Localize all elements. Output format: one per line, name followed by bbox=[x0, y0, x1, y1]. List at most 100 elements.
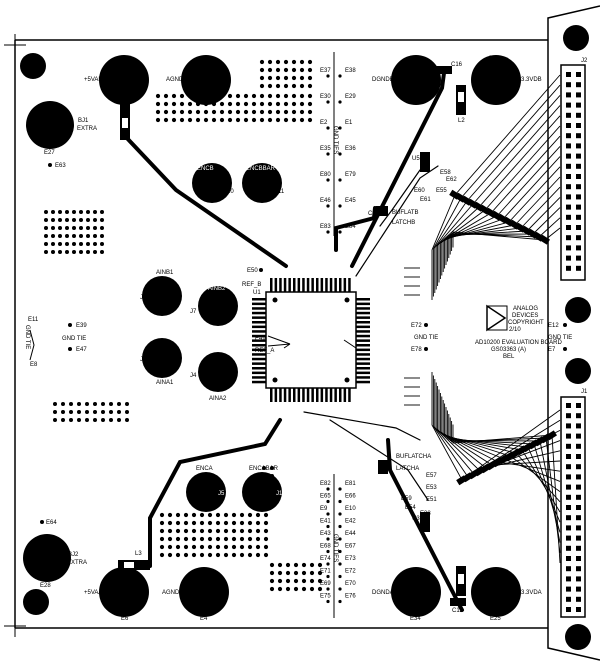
jumper-label: E66 bbox=[345, 494, 356, 500]
connector-j1: J1 bbox=[560, 389, 588, 618]
svg-text:GS03363 (A): GS03363 (A) bbox=[491, 347, 526, 353]
chip-u1: U1 E50 REF_B E49 REF_A bbox=[242, 268, 370, 402]
svg-text:DEVICES: DEVICES bbox=[512, 313, 538, 319]
jumper-label: E43 bbox=[320, 531, 331, 537]
svg-text:J12: J12 bbox=[276, 491, 286, 497]
jumper-label: E29 bbox=[345, 94, 356, 100]
pad-e33 bbox=[391, 55, 441, 105]
svg-text:E57: E57 bbox=[426, 473, 437, 479]
svg-text:ENCA: ENCA bbox=[196, 466, 213, 472]
svg-text:E28: E28 bbox=[40, 583, 51, 589]
svg-text:AINA1: AINA1 bbox=[156, 380, 174, 386]
jumper-label: E76 bbox=[345, 594, 356, 600]
title-block: ANALOG DEVICES COPYRIGHT 2/10 AD10200 EV… bbox=[475, 304, 562, 360]
svg-text:E7: E7 bbox=[548, 347, 556, 353]
svg-text:DGNDA: DGNDA bbox=[372, 590, 394, 596]
svg-text:3.3VDB: 3.3VDB bbox=[521, 77, 542, 83]
bus-traces bbox=[404, 74, 561, 564]
jumper-label: E75 bbox=[320, 594, 331, 600]
svg-text:E25: E25 bbox=[490, 616, 501, 622]
pad-bj1 bbox=[26, 101, 74, 149]
svg-text:E26: E26 bbox=[489, 56, 500, 62]
jumper-label: E84 bbox=[345, 224, 356, 230]
pad-e5 bbox=[99, 55, 149, 105]
svg-text:C12: C12 bbox=[452, 608, 464, 614]
connector-j2: J2 bbox=[560, 58, 588, 281]
svg-text:BEL: BEL bbox=[503, 354, 515, 360]
svg-text:DGNDB: DGNDB bbox=[372, 77, 394, 83]
svg-text:E60: E60 bbox=[414, 188, 425, 194]
jumper-label: E80 bbox=[320, 172, 331, 178]
jumper-label: E69 bbox=[320, 581, 331, 587]
jumper-label: E1 bbox=[345, 120, 353, 126]
jumper-label: E41 bbox=[320, 519, 331, 525]
svg-text:+5VAB: +5VAB bbox=[84, 77, 102, 83]
j2-label: J2 bbox=[581, 58, 588, 64]
jumper-label: E10 bbox=[345, 506, 356, 512]
svg-text:GND TIE: GND TIE bbox=[414, 335, 438, 341]
svg-text:J5: J5 bbox=[218, 491, 225, 497]
svg-text:BJ1: BJ1 bbox=[78, 118, 89, 124]
svg-text:E5: E5 bbox=[119, 56, 127, 62]
svg-text:E34: E34 bbox=[410, 616, 421, 622]
svg-text:AINB2: AINB2 bbox=[208, 286, 226, 292]
svg-text:GND TIE: GND TIE bbox=[548, 335, 572, 341]
pad-e4 bbox=[179, 567, 229, 617]
svg-text:+5VAA: +5VAA bbox=[84, 590, 102, 596]
svg-text:EXTRA: EXTRA bbox=[77, 126, 97, 132]
e50-label: E50 bbox=[247, 268, 258, 274]
svg-text:C16: C16 bbox=[451, 62, 463, 68]
svg-text:ANALOG: ANALOG bbox=[513, 306, 538, 312]
svg-text:E11: E11 bbox=[28, 317, 39, 323]
svg-text:C28: C28 bbox=[368, 211, 380, 217]
svg-text:GND TIES: GND TIES bbox=[332, 534, 338, 562]
svg-text:E38: E38 bbox=[420, 511, 431, 517]
svg-text:E78: E78 bbox=[411, 347, 422, 353]
svg-text:EXTRA: EXTRA bbox=[67, 560, 87, 566]
svg-text:J4: J4 bbox=[190, 373, 197, 379]
svg-text:LATCHB: LATCHB bbox=[392, 220, 415, 226]
svg-text:E53: E53 bbox=[426, 485, 437, 491]
svg-text:ENCB: ENCB bbox=[197, 166, 214, 172]
jumper-label: E71 bbox=[320, 569, 331, 575]
svg-text:ENCBBAR: ENCBBAR bbox=[246, 166, 276, 172]
jumper-label: E65 bbox=[320, 494, 331, 500]
svg-text:U3: U3 bbox=[412, 516, 420, 522]
jumper-label: E73 bbox=[345, 556, 356, 562]
svg-text:E3: E3 bbox=[201, 56, 209, 62]
jumper-label: E9 bbox=[320, 506, 328, 512]
svg-text:ENCABAR: ENCABAR bbox=[249, 466, 279, 472]
svg-text:E51: E51 bbox=[426, 497, 437, 503]
svg-text:COPYRIGHT: COPYRIGHT bbox=[508, 320, 544, 326]
svg-text:J6: J6 bbox=[140, 295, 147, 301]
svg-text:AGNDB: AGNDB bbox=[166, 77, 187, 83]
pad-bj2 bbox=[23, 534, 71, 582]
svg-text:E72: E72 bbox=[411, 323, 422, 329]
pad-e26 bbox=[471, 55, 521, 105]
svg-text:U5: U5 bbox=[412, 156, 420, 162]
jumper-label: E79 bbox=[345, 172, 356, 178]
svg-text:E6: E6 bbox=[121, 616, 129, 622]
jumper-label: E81 bbox=[345, 481, 356, 487]
svg-text:GND TIE: GND TIE bbox=[24, 325, 30, 349]
jumper-label: E67 bbox=[345, 544, 356, 550]
svg-text:BJ2: BJ2 bbox=[68, 552, 79, 558]
ref-b-label: REF_B bbox=[242, 282, 261, 288]
jumper-label: E46 bbox=[320, 198, 331, 204]
svg-text:GND TIES: GND TIES bbox=[332, 126, 338, 154]
svg-text:J7: J7 bbox=[190, 309, 197, 315]
svg-text:LATCHA: LATCHA bbox=[396, 466, 419, 472]
svg-text:2/10: 2/10 bbox=[509, 327, 521, 333]
svg-text:E12: E12 bbox=[548, 323, 559, 329]
svg-text:3.3VDA: 3.3VDA bbox=[521, 590, 542, 596]
ground-ties: E63 E64 E11 GND TIE E8 E39 GND TIE E47 E… bbox=[24, 163, 572, 526]
svg-text:E8: E8 bbox=[30, 362, 38, 368]
svg-text:E33: E33 bbox=[410, 56, 421, 62]
jumper-label: E74 bbox=[320, 556, 331, 562]
jumper-label: E72 bbox=[345, 569, 356, 575]
via-arrays bbox=[44, 59, 323, 592]
sma-jacks: ENCB J10 ENCBBAR J11 AINB1 J6 AINB2 J7 J… bbox=[140, 163, 286, 512]
jumper-label: E30 bbox=[320, 94, 331, 100]
